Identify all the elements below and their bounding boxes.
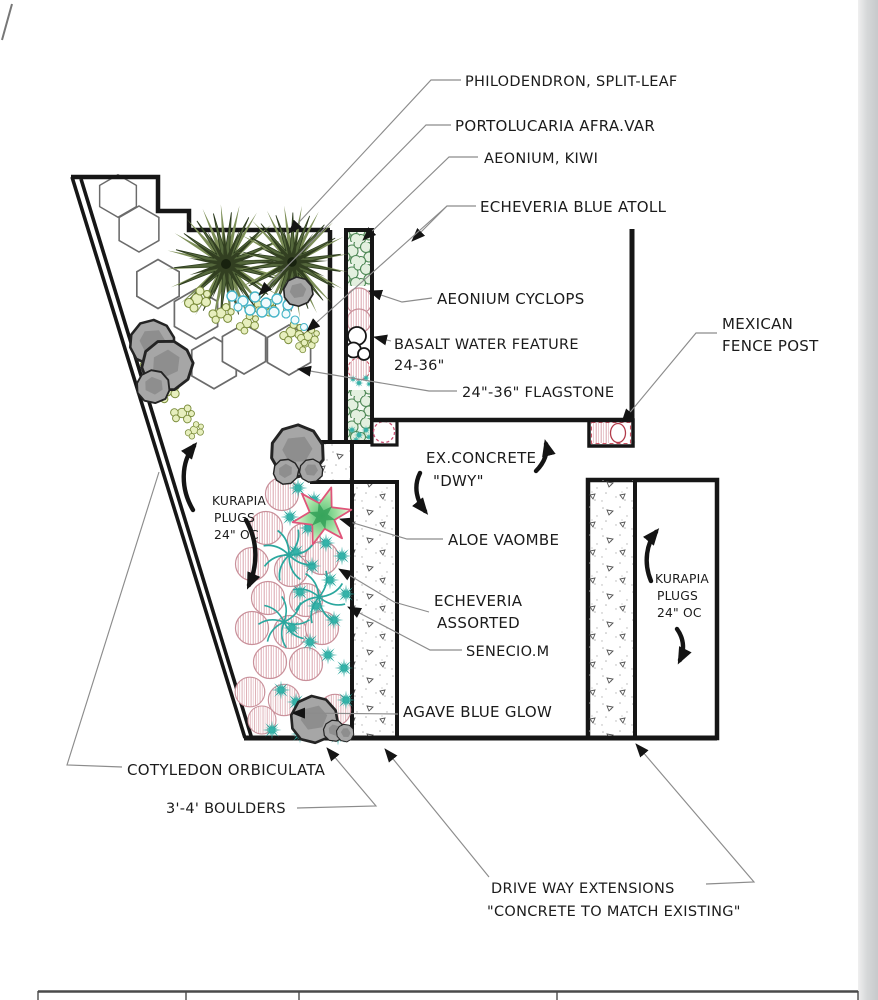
kurapia-left-up-arrow [181, 442, 198, 513]
label-basalt-line1: BASALT WATER FEATURE [394, 337, 579, 353]
label-aeonium-cyclops: AEONIUM CYCLOPS [437, 290, 585, 308]
label-echeveria-blue-atoll: ECHEVERIA BLUE ATOLL [480, 198, 667, 216]
kurapia-left-down-arrow [243, 517, 261, 590]
label-mexican-line2: FENCE POST [722, 337, 819, 355]
label-echeveria-line1: ECHEVERIA [434, 592, 523, 610]
label-kurapia-right-2: PLUGS [657, 589, 698, 603]
label-mexican-line1: MEXICAN [722, 315, 793, 333]
label-agave-blue-glow: AGAVE BLUE GLOW [403, 703, 552, 721]
label-flagstone: 24"-36" FLAGSTONE [462, 385, 614, 401]
label-driveway-line1: DRIVE WAY EXTENSIONS [491, 881, 675, 897]
label-basalt-line2: 24-36" [394, 358, 445, 374]
planting-strip [344, 228, 636, 447]
label-kurapia-left-2: PLUGS [214, 511, 255, 525]
label-kurapia-left-1: KURAPIA [212, 494, 266, 508]
driveway-extension-right [588, 480, 635, 738]
label-aloe-vaombe: ALOE VAOMBE [448, 531, 559, 549]
flow-arrows [181, 439, 692, 665]
label-aeonium-kiwi: AEONIUM, KIWI [484, 151, 598, 167]
sheet-table [37, 990, 859, 1000]
label-portolucaria: PORTOLUCARIA AFRA.VAR [455, 117, 655, 135]
house-outline [372, 229, 635, 423]
basalt-water-feature-stones [345, 326, 371, 361]
leader-aeonium-cyclops [368, 289, 433, 303]
leader-agave [291, 707, 399, 719]
label-driveway-line2: "CONCRETE TO MATCH EXISTING" [487, 904, 741, 920]
leader-echeveria-assorted [338, 568, 430, 613]
leader-mexican-fence-post [621, 332, 717, 423]
label-ex-concrete-line2: "DWY" [433, 472, 484, 490]
property-boundary [70, 174, 717, 741]
corner-planter [370, 418, 399, 447]
label-boulders: 3'-4' BOULDERS [166, 801, 286, 817]
label-kurapia-left-3: 24" OC [214, 528, 259, 542]
leader-driveway-left [384, 748, 490, 878]
leader-philodendron [288, 79, 461, 234]
ex-concrete-up-arrow [533, 439, 556, 474]
leader-senecio [347, 606, 462, 651]
page-corner-mark [1, 3, 13, 41]
label-philodendron: PHILODENDRON, SPLIT-LEAF [465, 74, 678, 90]
boundary-diagonal-inner [79, 178, 254, 740]
leader-portolucaria [258, 124, 451, 296]
boundary-diagonal-outer [70, 176, 247, 739]
label-kurapia-right-3: 24" OC [657, 606, 702, 620]
fence-post-planter [587, 418, 635, 448]
leader-aeonium-kiwi [362, 156, 478, 241]
kurapia-right-down-arrow [674, 626, 692, 665]
label-kurapia-right-1: KURAPIA [655, 572, 709, 586]
right-yard [585, 477, 720, 741]
leader-driveway-right [635, 743, 756, 885]
leader-basalt [373, 334, 392, 346]
callout-labels: PHILODENDRON, SPLIT-LEAF PORTOLUCARIA AF… [127, 74, 819, 920]
leader-aloe [339, 517, 443, 540]
leader-cotyledon [66, 471, 160, 768]
label-cotyledon: COTYLEDON ORBICULATA [127, 761, 326, 779]
ex-concrete-down-arrow [412, 470, 429, 515]
aloe-vaombe-star [291, 486, 353, 546]
label-ex-concrete-line1: EX.CONCRETE [426, 449, 536, 467]
page-edge-shadow [858, 0, 878, 1000]
callout-leaders [66, 79, 756, 885]
leader-boulders [296, 747, 378, 809]
kurapia-right-up-arrow [642, 528, 660, 584]
leader-flagstone [297, 365, 457, 392]
label-echeveria-line2: ASSORTED [437, 614, 520, 632]
label-senecio: SENECIO.M [466, 644, 549, 660]
leader-echeveria-atoll-b [306, 205, 448, 332]
